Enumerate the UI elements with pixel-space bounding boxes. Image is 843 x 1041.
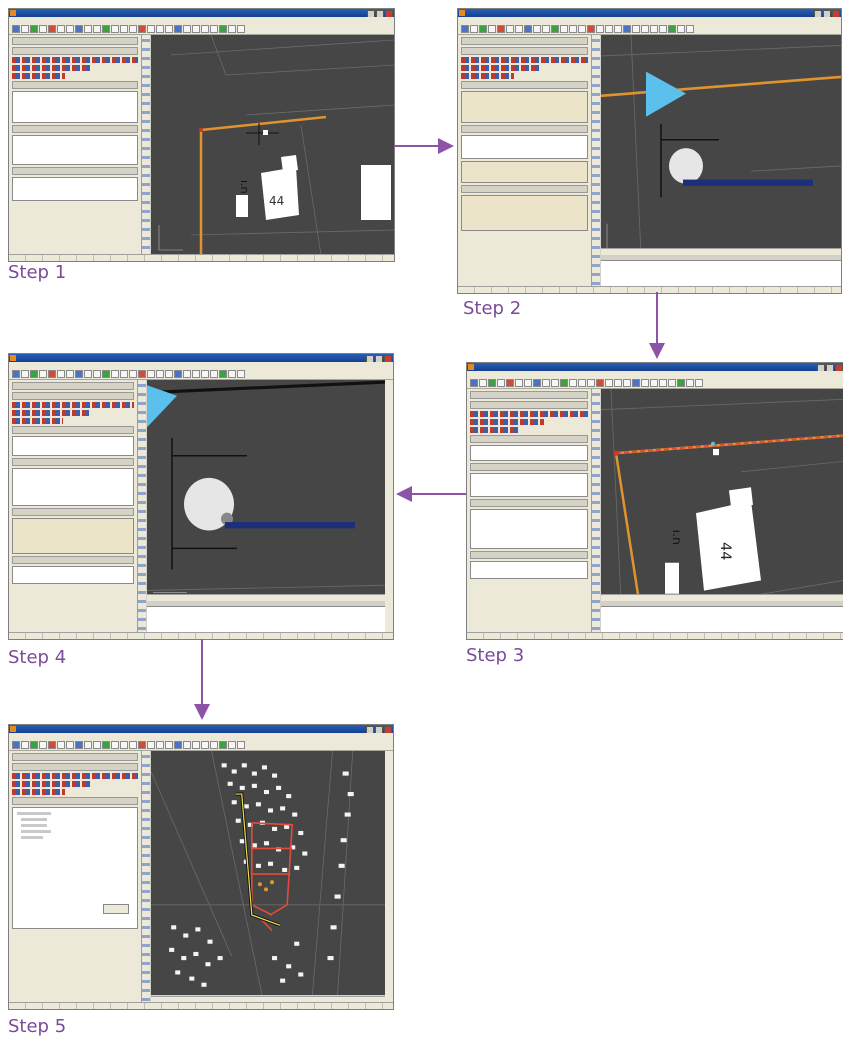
task-pane xyxy=(458,35,592,287)
connected-features-tree[interactable] xyxy=(12,807,138,929)
screenshot-step-5 xyxy=(8,724,394,1010)
screenshot-step-4 xyxy=(8,353,394,640)
tool-strip xyxy=(592,389,600,633)
task-pane xyxy=(9,380,138,633)
toolbar xyxy=(458,24,841,35)
tool-strip xyxy=(142,35,150,255)
layout-tabs xyxy=(601,594,843,601)
status-bar xyxy=(458,286,841,293)
screenshot-step-3: 44 ח.ו xyxy=(466,362,843,640)
map-view[interactable] xyxy=(601,35,841,255)
map-view[interactable]: 44 ח.ו xyxy=(151,35,394,255)
toolbar xyxy=(467,378,843,389)
toolbar xyxy=(9,369,393,380)
menu-bar xyxy=(9,362,393,369)
step-3-label: Step 3 xyxy=(466,645,525,666)
status-bar xyxy=(9,632,393,639)
app-icon xyxy=(10,355,16,361)
status-bar xyxy=(467,632,843,639)
tool-strip xyxy=(592,35,600,287)
task-pane xyxy=(9,751,142,1003)
side-palette xyxy=(385,380,393,633)
app-icon xyxy=(10,726,16,732)
layout-tabs xyxy=(147,594,385,601)
side-palette xyxy=(385,751,393,1003)
app-icon xyxy=(459,10,465,16)
step-4-label: Step 4 xyxy=(8,647,67,668)
step-2-label: Step 2 xyxy=(463,298,522,319)
command-line[interactable] xyxy=(601,606,843,633)
toolbar xyxy=(9,740,393,751)
app-icon xyxy=(10,10,16,16)
menu-bar xyxy=(9,17,394,24)
step-5-label: Step 5 xyxy=(8,1016,67,1037)
close-button[interactable] xyxy=(103,904,129,914)
tool-strip xyxy=(142,751,150,1003)
layout-tabs xyxy=(151,996,385,1003)
tool-strip xyxy=(138,380,146,633)
task-pane xyxy=(9,35,142,255)
menu-bar xyxy=(458,17,841,24)
map-view[interactable]: 44 ח.ו xyxy=(601,389,843,601)
command-line[interactable] xyxy=(601,260,841,287)
command-line[interactable] xyxy=(147,606,385,633)
status-bar xyxy=(9,1002,393,1009)
svg-text:ח.ו: ח.ו xyxy=(670,530,684,545)
task-pane xyxy=(467,389,592,633)
status-bar xyxy=(9,254,394,261)
menu-bar xyxy=(467,371,843,378)
svg-text:ח.ו: ח.ו xyxy=(238,180,251,194)
svg-text:44: 44 xyxy=(717,542,733,560)
screenshot-step-1: 44 ח.ו xyxy=(8,8,395,262)
app-icon xyxy=(468,364,474,370)
layout-tabs xyxy=(601,248,841,255)
map-view[interactable] xyxy=(151,751,385,995)
step-1-label: Step 1 xyxy=(8,262,67,283)
toolbar xyxy=(9,24,394,35)
menu-bar xyxy=(9,733,393,740)
svg-text:44: 44 xyxy=(269,194,284,208)
map-view[interactable] xyxy=(147,380,385,601)
screenshot-step-2 xyxy=(457,8,842,294)
